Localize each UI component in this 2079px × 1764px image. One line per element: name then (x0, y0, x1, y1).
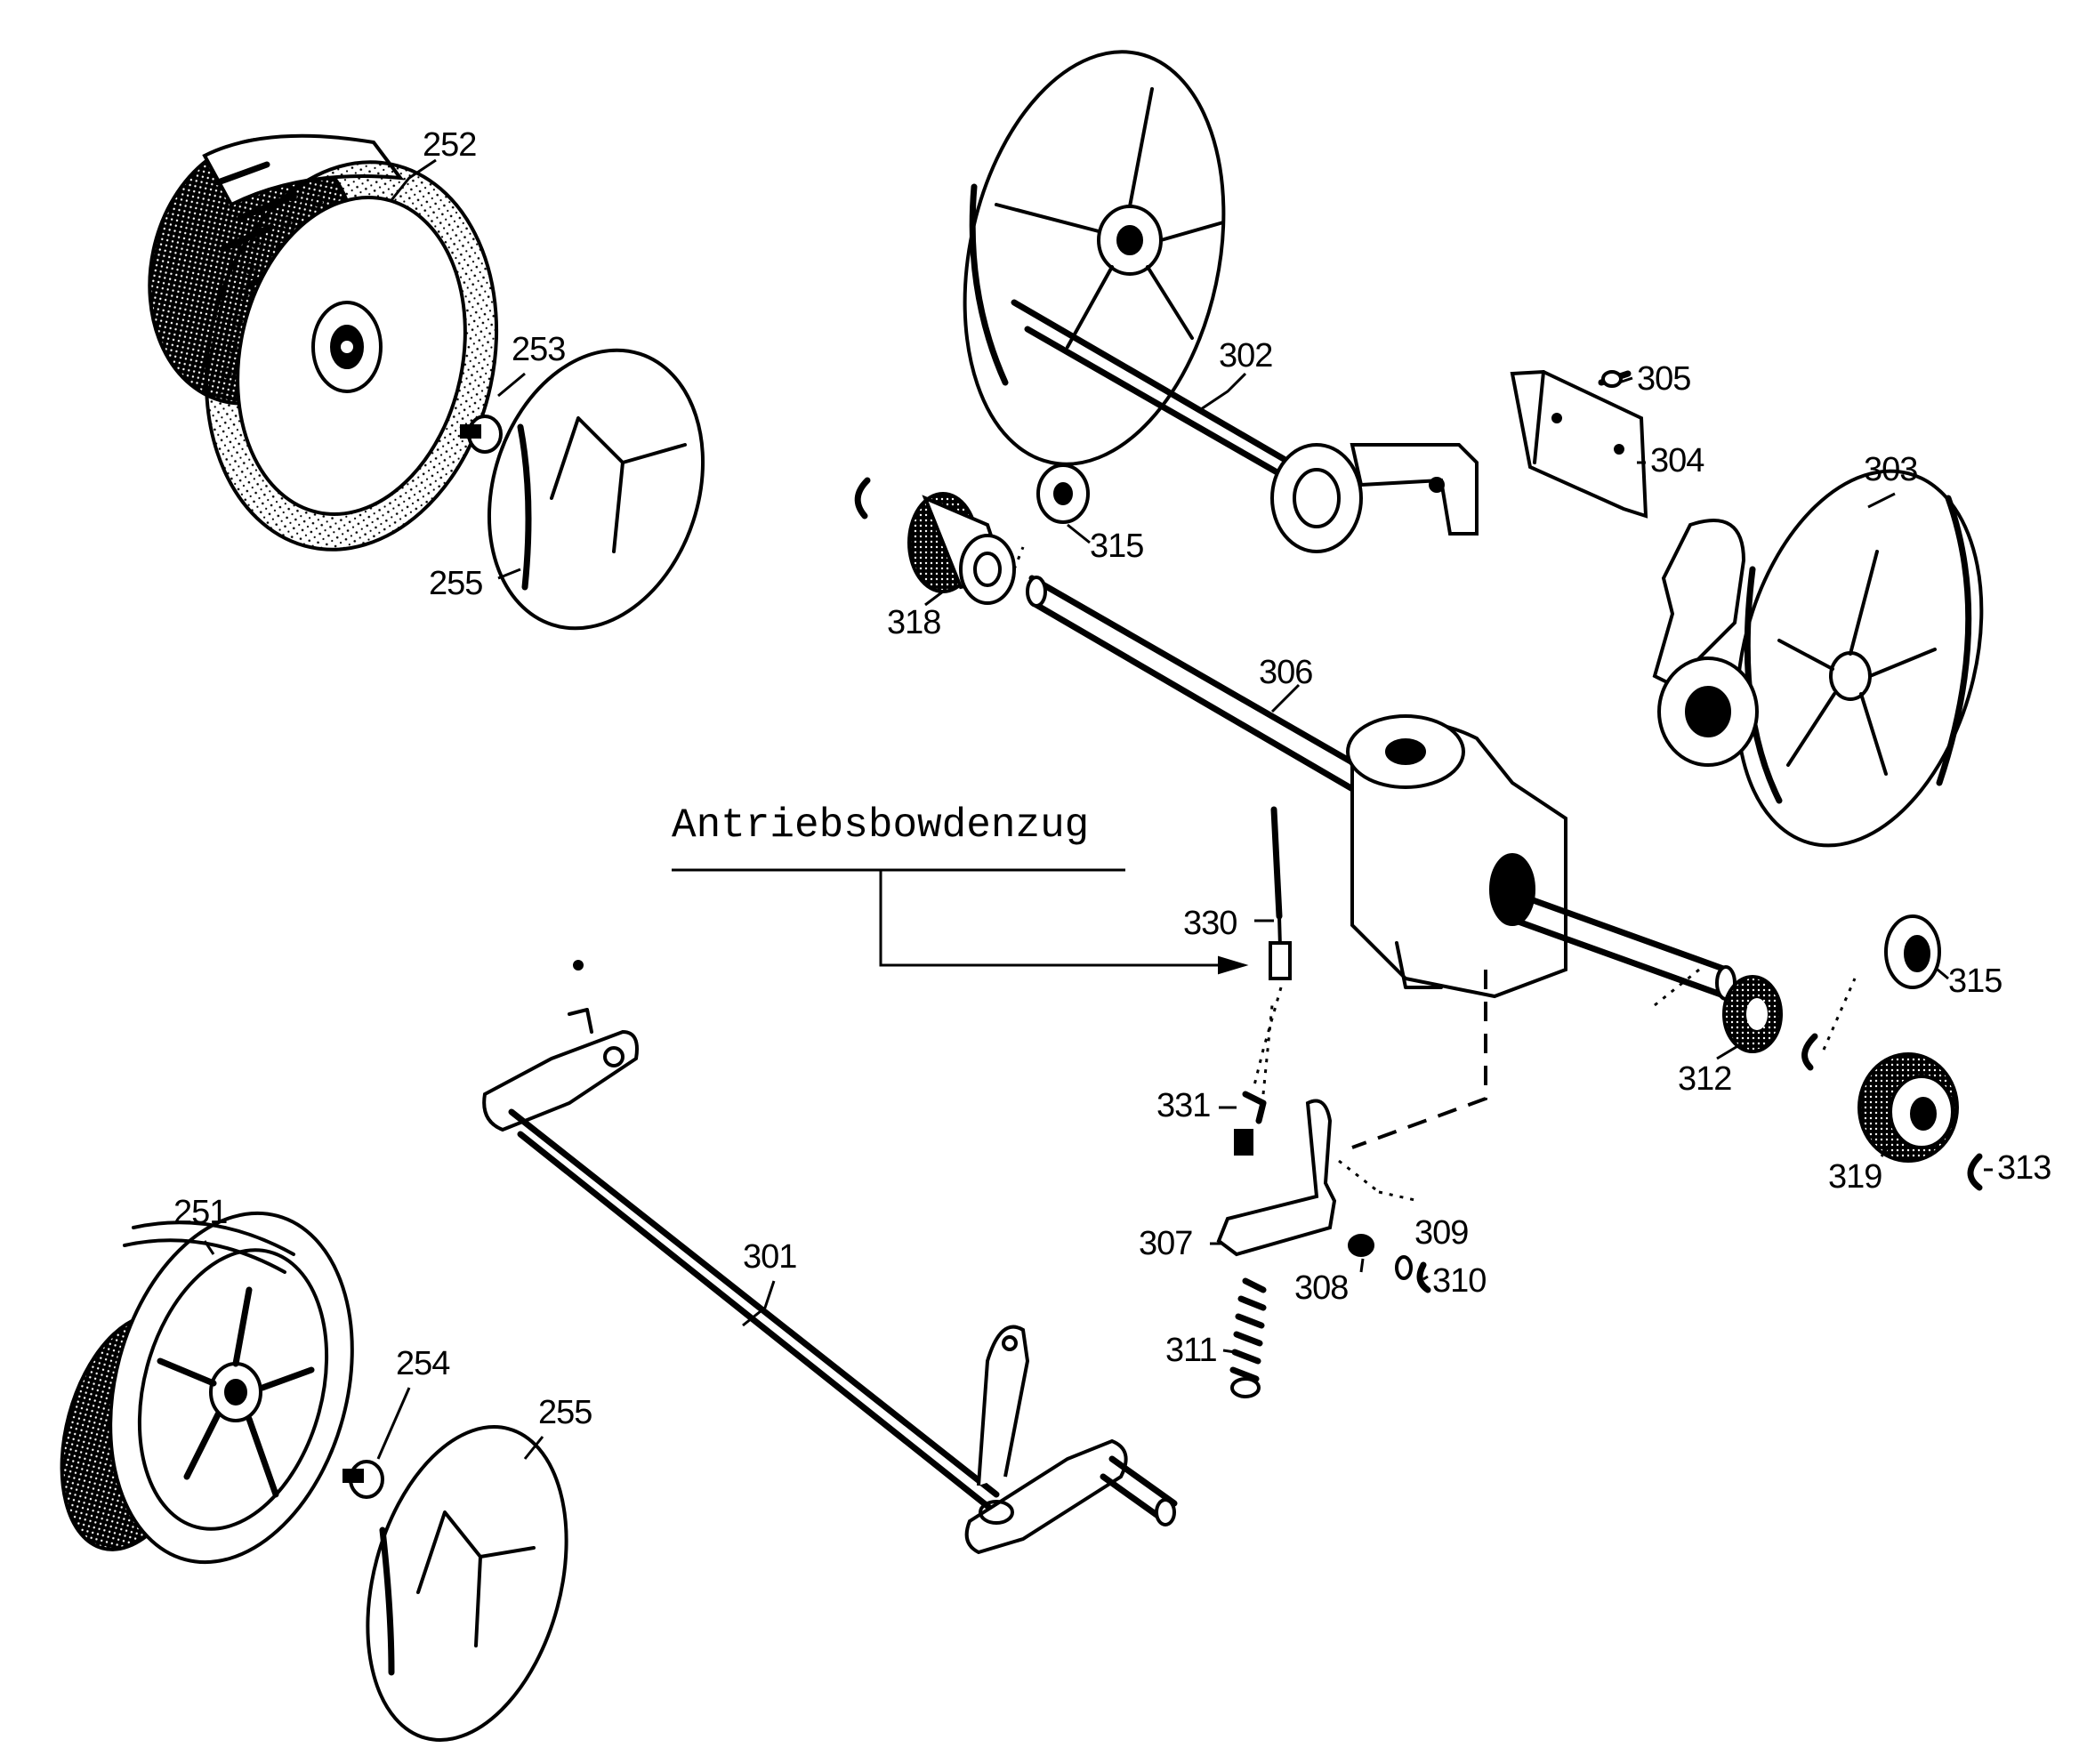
assembly-dotted-line-a (1338, 1159, 1380, 1194)
gear-319-drawing (1857, 1052, 1959, 1163)
bearing-312-drawing (1722, 975, 1783, 1053)
axle-302-drawing (963, 50, 1479, 553)
part-label-251: 251 (173, 1194, 227, 1231)
part-label-304: 304 (1650, 442, 1704, 479)
part-label-315-top: 315 (1090, 528, 1143, 565)
part-label-311: 311 (1165, 1332, 1217, 1369)
part-label-305: 305 (1637, 360, 1690, 398)
front-axle-301-drawing (482, 1008, 1178, 1555)
small-parts-308-310-drawing (1348, 1234, 1431, 1293)
wheel-251-drawing (60, 1211, 354, 1565)
screw-254-drawing (342, 1460, 384, 1499)
screw-305-drawing (1598, 370, 1632, 388)
wheel-303-drawing (1652, 469, 1984, 848)
cable-callout: Antriebsbowdenzug (672, 802, 1249, 975)
clip-313a-drawing (1801, 1033, 1818, 1071)
part-label-253: 253 (512, 331, 565, 368)
part-label-330: 330 (1183, 905, 1237, 942)
bracket-304-drawing (1510, 369, 1648, 519)
washer-315-top-drawing (1036, 463, 1090, 524)
part-label-308: 308 (1294, 1269, 1348, 1307)
hubcap-255-bottom-drawing (366, 1425, 568, 1742)
assembly-dashed-line (1351, 970, 1487, 1149)
gearbox-306-drawing (1026, 575, 1737, 1001)
part-label-303: 303 (1864, 451, 1917, 488)
part-label-255-top: 255 (429, 565, 482, 602)
leader-lines (203, 158, 1993, 1460)
part-label-319: 319 (1828, 1158, 1882, 1196)
part-label-331: 331 (1156, 1087, 1210, 1124)
assembly-dotted-line-b (1378, 1190, 1420, 1203)
part-label-315-right: 315 (1948, 963, 2002, 1000)
part-label-301: 301 (743, 1238, 796, 1276)
nipple-331-drawing (1234, 1091, 1267, 1156)
part-label-252: 252 (423, 126, 476, 164)
cable-label: Antriebsbowdenzug (672, 802, 1089, 849)
gear-318-drawing (907, 492, 1016, 605)
speck-dot (573, 960, 584, 971)
cable-330-drawing (1253, 806, 1292, 1086)
part-label-255-bottom: 255 (538, 1394, 592, 1431)
part-label-302: 302 (1219, 337, 1272, 375)
screw-253-drawing (460, 415, 503, 454)
part-label-254: 254 (396, 1345, 450, 1382)
hubcap-255-top-drawing (487, 348, 705, 631)
assembly-dotted-line-c (1012, 546, 1857, 1095)
lever-307-drawing (1216, 1099, 1337, 1257)
part-label-306: 306 (1259, 654, 1312, 691)
part-labels: 252 253 255 302 305 304 303 315 318 306 … (173, 126, 2051, 1431)
clip-318-drawing (854, 477, 871, 520)
part-label-318: 318 (887, 604, 940, 641)
part-label-312: 312 (1678, 1060, 1731, 1098)
wheel-252-drawing (148, 133, 499, 552)
part-label-313: 313 (1997, 1149, 2051, 1187)
washer-315-right-drawing (1884, 914, 1941, 989)
part-label-307: 307 (1139, 1225, 1192, 1262)
spring-311-drawing (1229, 1277, 1267, 1398)
part-label-309: 309 (1414, 1214, 1468, 1252)
part-label-310: 310 (1432, 1262, 1486, 1300)
clip-313-drawing (1967, 1153, 1983, 1191)
